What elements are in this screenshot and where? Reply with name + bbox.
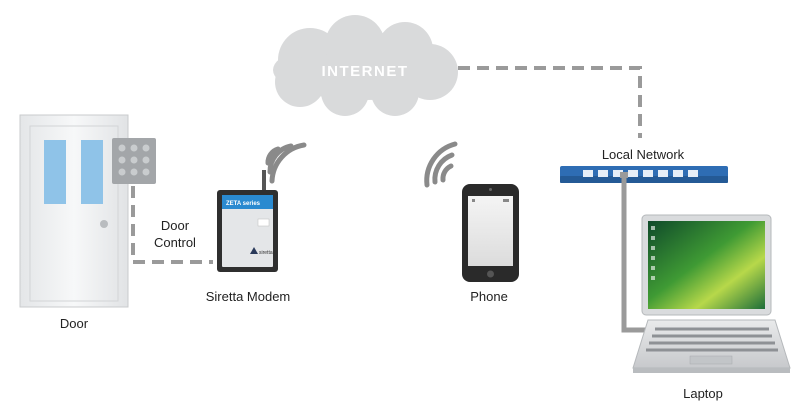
door-control-label-line2: Control (154, 235, 196, 250)
local-network-label: Local Network (601, 147, 685, 162)
internet-label: INTERNET (322, 63, 409, 80)
network-switch-icon (560, 166, 728, 183)
door-label: Door (59, 316, 89, 331)
modem-wifi-icon (265, 142, 307, 184)
door-icon (19, 114, 129, 308)
phone-icon (462, 184, 519, 282)
modem-series-label: ZETA series (226, 201, 261, 207)
connection-lines (131, 66, 642, 264)
door-control-label-line1: Door (160, 218, 190, 233)
internet-to-network-line (458, 66, 642, 138)
laptop-icon (632, 214, 791, 373)
internet-cloud (273, 15, 458, 116)
modem-logo-text: siretta (259, 250, 273, 256)
keypad-icon (112, 138, 156, 184)
modem-antenna (262, 170, 266, 194)
modem-label: Siretta Modem (205, 289, 291, 304)
door-control-line (131, 186, 213, 264)
laptop-cable (621, 177, 648, 333)
phone-wifi-icon (424, 141, 458, 188)
siretta-modem-icon: ZETA series siretta (217, 170, 278, 272)
phone-label: Phone (470, 289, 508, 304)
laptop-label: Laptop (683, 386, 723, 401)
